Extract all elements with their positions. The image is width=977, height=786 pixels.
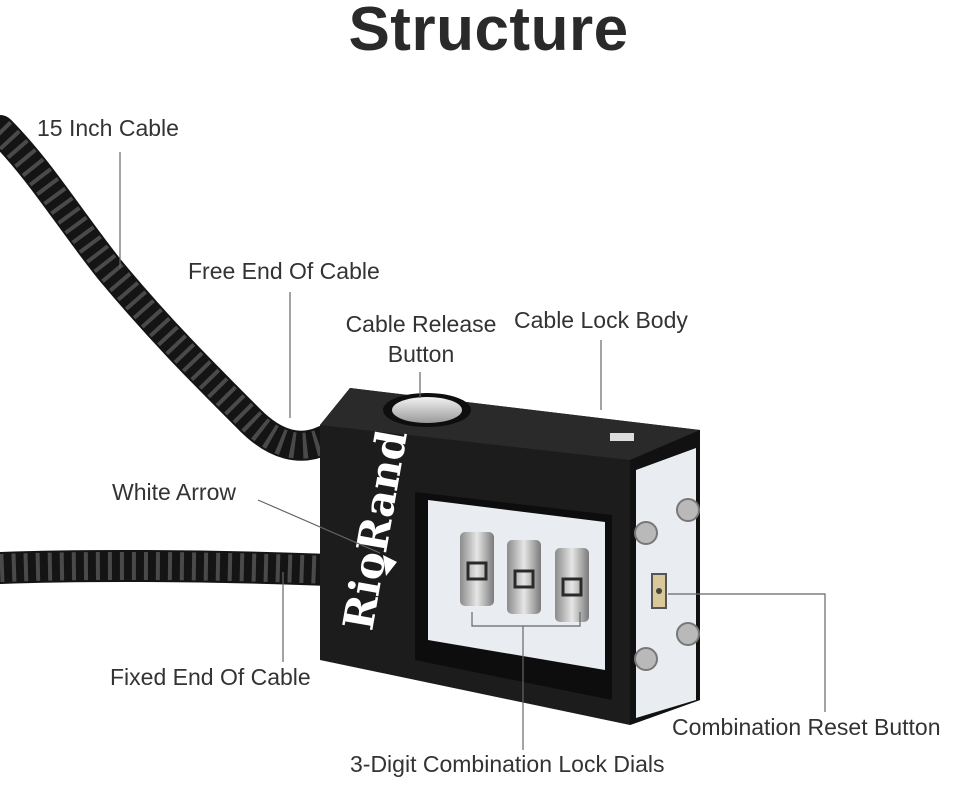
label-white-arrow: White Arrow	[112, 479, 236, 505]
label-combination-reset-button: Combination Reset Button	[672, 714, 941, 740]
combination-dials	[460, 532, 589, 622]
label-cable-lock-body: Cable Lock Body	[514, 307, 688, 333]
free-end-cable	[0, 115, 340, 461]
fixed-end-cable	[0, 549, 346, 586]
panel-screws	[634, 498, 700, 671]
label-cable-release-button: Cable Release Button	[345, 311, 497, 367]
combination-reset-button	[651, 573, 667, 609]
white-arrow-mark	[383, 555, 397, 576]
label-fixed-end-of-cable: Fixed End Of Cable	[110, 664, 311, 690]
leader-lines	[119, 152, 826, 750]
label-15-inch-cable: 15 Inch Cable	[37, 115, 179, 141]
label-free-end-of-cable: Free End Of Cable	[188, 258, 380, 284]
label-combination-lock-dials: 3-Digit Combination Lock Dials	[350, 751, 665, 777]
diagram-title: Structure	[348, 0, 629, 64]
cable-release-button	[383, 393, 471, 427]
